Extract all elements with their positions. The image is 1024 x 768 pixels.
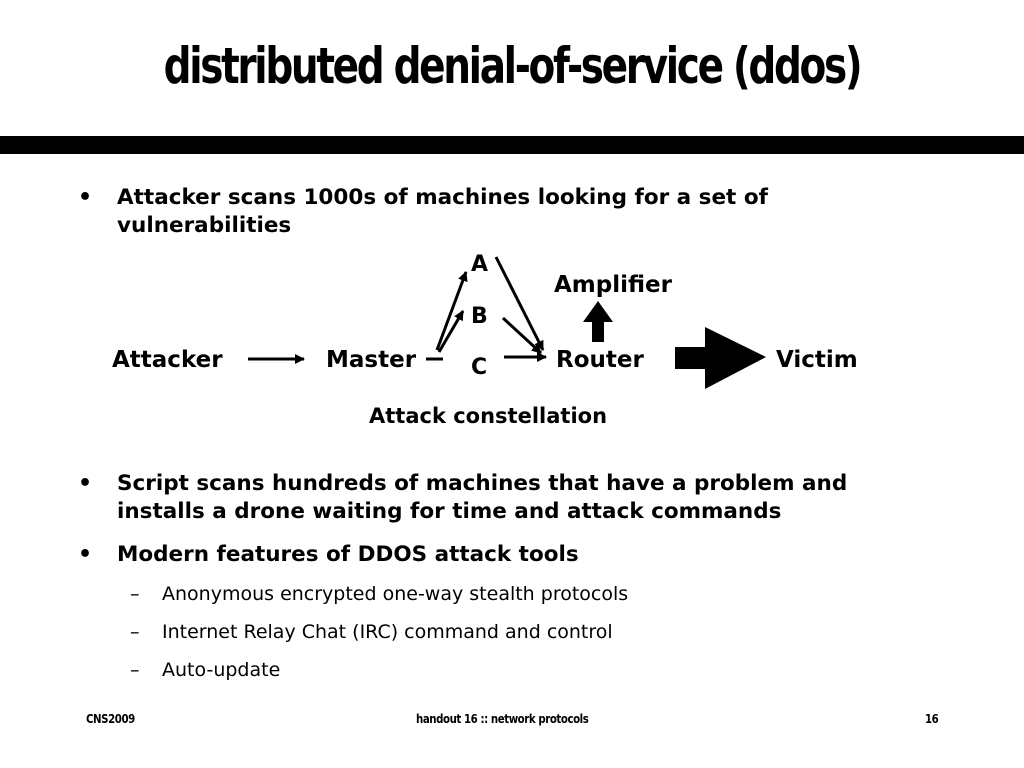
drone-c-label: C [471, 355, 487, 380]
title-divider-bar [0, 136, 1024, 154]
sub-bullet-marker: – [130, 659, 140, 681]
bullet-marker: • [78, 542, 93, 567]
bullet-marker: • [78, 471, 93, 496]
sub-bullet-text: Internet Relay Chat (IRC) command and co… [162, 621, 613, 643]
sub-bullet-text: Anonymous encrypted one-way stealth prot… [162, 583, 629, 605]
sub-bullet-text: Auto-update [162, 659, 281, 681]
footer-page-number: 16 [925, 712, 939, 726]
a-to-router-arrow [494, 256, 545, 351]
footer-course-code: CNS2009 [86, 712, 135, 726]
bullet-text: Attacker scans 1000s of machines looking… [117, 185, 768, 238]
sub-bullet-marker: – [130, 583, 140, 605]
drone-b-label: B [471, 304, 488, 329]
amplifier-label: Amplifier [554, 272, 673, 298]
router-label: Router [556, 347, 644, 373]
victim-label: Victim [776, 347, 858, 373]
router-to-victim-arrow [675, 327, 766, 389]
sub-bullet-marker: – [130, 621, 140, 643]
b-to-router-arrow [501, 316, 543, 355]
bullet-text: Modern features of DDOS attack tools [117, 542, 579, 567]
bullet-marker: • [78, 185, 93, 210]
router-to-amplifier-arrow [583, 301, 613, 342]
drone-a-label: A [471, 252, 488, 277]
attack-constellation-diagram: Attacker Master A B C Amplifier Router V… [112, 252, 858, 428]
footer-handout-title: handout 16 :: network protocols [416, 712, 589, 726]
master-label: Master [326, 347, 417, 373]
bullet-text: Script scans hundreds of machines that h… [117, 471, 848, 524]
master-to-a-arrow [435, 271, 468, 351]
attacker-label: Attacker [112, 347, 223, 373]
diagram-caption: Attack constellation [369, 404, 607, 428]
master-to-b-arrow [437, 310, 465, 353]
slide-title: distributed denial-of-service (ddos) [163, 37, 863, 95]
